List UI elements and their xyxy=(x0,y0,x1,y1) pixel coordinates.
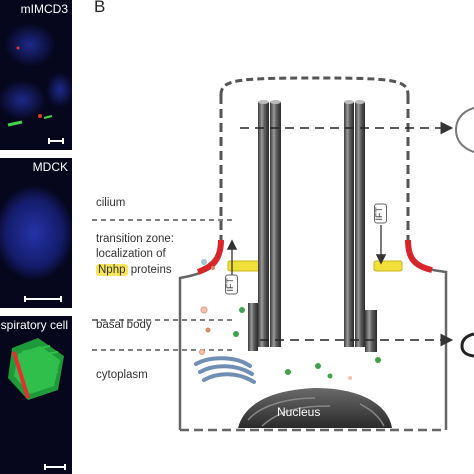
axoneme-right-b xyxy=(355,102,365,347)
vesicle xyxy=(315,363,321,369)
vesicle xyxy=(199,349,205,355)
golgi-apparatus xyxy=(194,356,256,384)
label-cilium: cilium xyxy=(96,197,126,209)
vesicle xyxy=(200,306,208,314)
cell-membrane xyxy=(178,247,223,430)
cross-section-bottom xyxy=(460,332,474,358)
micro-panel-mdck: MDCK xyxy=(0,158,72,308)
cilium-membrane-top xyxy=(219,76,410,96)
micro-label-mimcd3: mIMCD3 xyxy=(20,2,68,16)
nphp-protein-right xyxy=(373,260,403,272)
vesicle xyxy=(348,376,352,380)
vesicle xyxy=(211,266,215,270)
transition-zone-left xyxy=(196,239,224,275)
micro-panel-respiratory: espiratory cell xyxy=(0,316,72,474)
label-transition-zone-line3: Nphp proteins xyxy=(96,263,172,278)
cross-section-top xyxy=(454,107,474,153)
micro-image-mdck xyxy=(0,185,72,281)
label-proteins: proteins xyxy=(127,264,172,276)
vesicle xyxy=(375,357,381,363)
label-basal-body: basal body xyxy=(96,319,152,331)
axoneme-left-a xyxy=(258,102,269,347)
scale-bar xyxy=(44,464,66,470)
vesicle xyxy=(201,259,207,265)
nucleus-label: Nucleus xyxy=(277,405,321,419)
nucleus xyxy=(238,388,392,428)
panel-letter-b: B xyxy=(94,0,106,16)
ift-box-left: IFT xyxy=(225,275,238,295)
label-transition-zone-line2: localization of xyxy=(96,248,166,260)
micro-image-mimcd3 xyxy=(0,23,72,127)
label-cytoplasm: cytoplasm xyxy=(96,369,148,381)
micro-image-respiratory xyxy=(8,338,64,400)
axoneme-left-b xyxy=(270,102,281,347)
cell-membrane xyxy=(406,247,448,430)
label-transition-zone-line1: transition zone: xyxy=(96,233,174,245)
vesicle xyxy=(233,331,239,337)
axoneme-right-a xyxy=(344,102,354,347)
vesicle xyxy=(327,373,333,379)
nphp-protein-left xyxy=(227,260,263,272)
vesicle xyxy=(205,327,211,333)
basal-body-right xyxy=(365,310,377,352)
basal-body-left xyxy=(248,303,258,351)
nphp-highlight: Nphp xyxy=(96,264,128,276)
scale-bar xyxy=(24,296,62,302)
micro-label-mdck: MDCK xyxy=(32,160,68,174)
transition-zone-right xyxy=(405,239,433,273)
micro-panel-mimcd3: mIMCD3 xyxy=(0,0,72,150)
micro-label-respiratory: espiratory cell xyxy=(0,318,68,332)
scale-bar xyxy=(48,138,64,144)
vesicle xyxy=(285,369,291,375)
vesicle xyxy=(239,307,245,313)
ift-box-right: IFT xyxy=(374,204,387,224)
